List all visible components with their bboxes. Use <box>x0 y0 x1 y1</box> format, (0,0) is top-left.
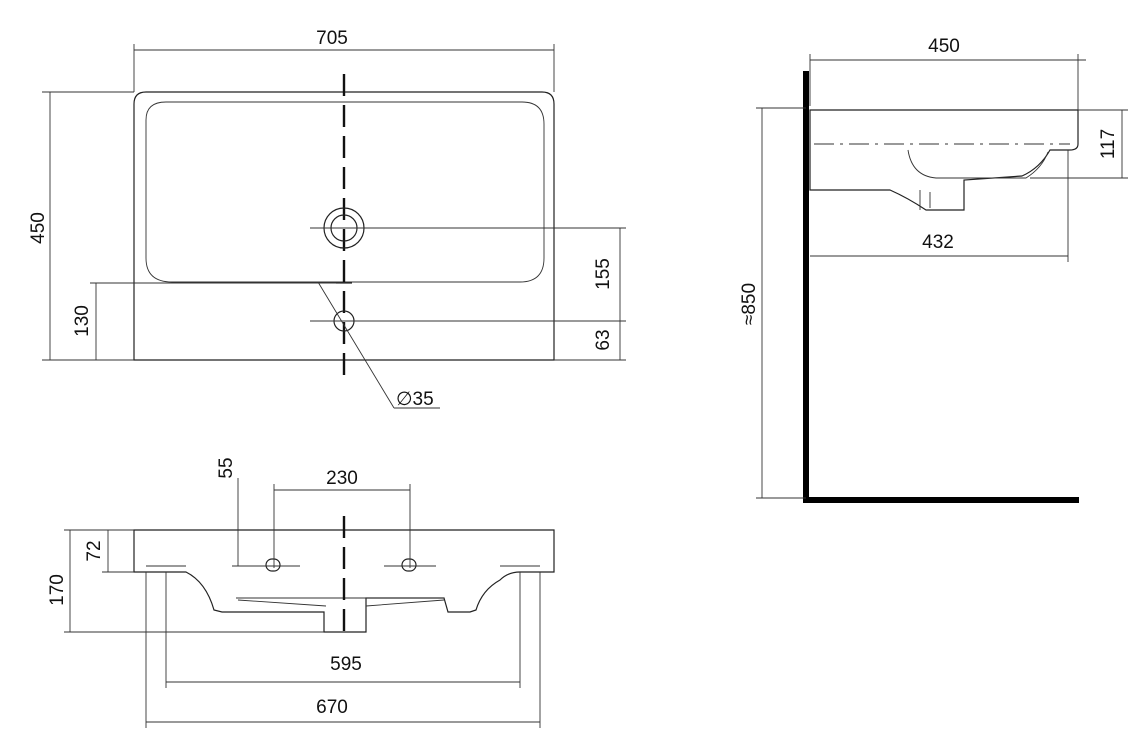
side-view: 450 117 432 ≈850 <box>739 36 1128 503</box>
dim-705-text: 705 <box>316 28 348 49</box>
tap-hole-right <box>401 558 417 572</box>
wall-and-floor <box>803 71 1079 503</box>
dim-55-text: 55 <box>216 457 237 478</box>
top-view: 705 450 130 155 63 ∅35 <box>28 28 626 410</box>
dim-670-text: 670 <box>316 697 348 718</box>
dim-432-text: 432 <box>922 232 954 253</box>
bowl-outline-top <box>145 101 545 283</box>
dim-155-text: 155 <box>593 258 614 290</box>
basin-outline-front <box>133 529 555 633</box>
front-view: 230 55 72 170 595 670 <box>47 457 555 728</box>
basin-outline-side <box>809 109 1079 211</box>
dim-230-text: 230 <box>326 468 358 489</box>
dim-850-text: ≈850 <box>739 283 760 325</box>
dim-170-text: 170 <box>47 574 68 606</box>
dim-595-text: 595 <box>330 654 362 675</box>
dim-35-text: ∅35 <box>396 389 434 410</box>
dim-450-side-text: 450 <box>928 36 960 57</box>
dim-72-text: 72 <box>84 540 105 561</box>
dim-117-text: 117 <box>1098 129 1119 159</box>
basin-outline-top <box>133 91 555 361</box>
dim-63-text: 63 <box>593 329 614 350</box>
tap-hole-left <box>265 558 281 572</box>
leader-line <box>317 281 395 409</box>
dim-450-text: 450 <box>28 212 49 244</box>
dim-130-text: 130 <box>72 305 93 337</box>
